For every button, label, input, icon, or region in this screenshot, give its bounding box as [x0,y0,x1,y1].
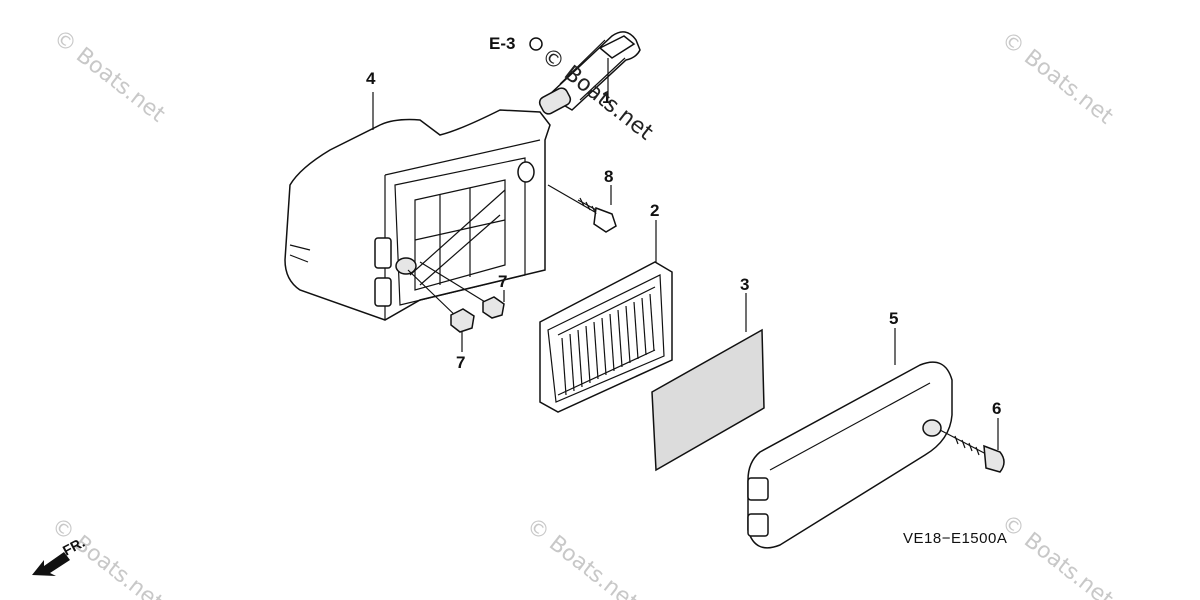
watermark-bottom-mid: © Boats.net [521,513,642,600]
filter-element-part-2 [539,261,673,413]
callout-8: 8 [604,167,613,186]
callout-2: 2 [650,201,659,220]
nuts-part-7 [407,261,505,333]
callout-6: 6 [992,399,1001,418]
callout-5: 5 [889,309,898,328]
wing-bolt-part-6 [939,429,1005,473]
diagram-code: VE18−E1500A [903,530,1007,547]
air-cleaner-case [284,109,551,321]
callout-7-left: 7 [456,353,465,372]
reference-e3: E-3 [489,34,515,53]
watermark-top-left: © Boats.net [48,25,169,128]
watermark-bottom-right: © Boats.net [996,510,1117,600]
leader-lines [372,58,999,450]
foam-filter-part-3 [651,328,765,472]
breather-tube [538,31,641,115]
front-arrow-icon [32,552,70,576]
bolt-part-8 [547,184,617,233]
callout-7-right: 7 [498,272,507,291]
air-cleaner-cover-part-5 [747,361,953,549]
watermark-top-right: © Boats.net [996,27,1117,130]
callouts: 4 1 8 2 3 5 6 7 7 E-3 [366,34,1001,418]
callout-3: 3 [740,275,749,294]
callout-4: 4 [366,69,376,88]
callout-1: 1 [602,88,611,107]
reference-e3-circle-icon [529,37,543,51]
